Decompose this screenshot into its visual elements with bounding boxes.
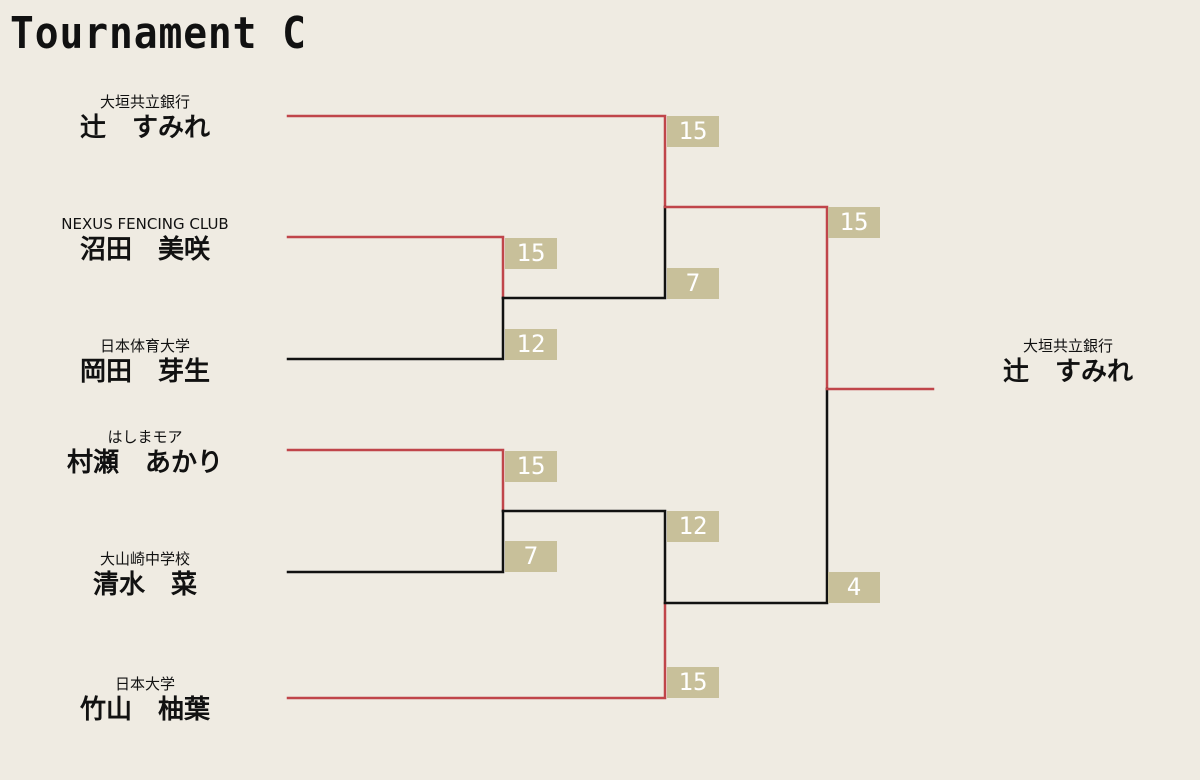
score-box: 12 [667,511,719,542]
player-entry-1: 大垣共立銀行 辻 すみれ [15,92,275,144]
player-club: NEXUS FENCING CLUB [61,215,229,233]
bracket-line-loser [501,205,667,300]
player-entry-5: 大山崎中学校 清水 菜 [15,549,275,601]
score-box: 7 [505,541,557,572]
score-box: 7 [667,268,719,299]
player-entry-3: 日本体育大学 岡田 芽生 [15,336,275,388]
champion-club: 大垣共立銀行 [1022,337,1113,355]
bracket-line-winner [286,114,667,209]
score-box: 15 [667,667,719,698]
bracket-line-loser [501,509,667,605]
player-club: 大山崎中学校 [99,550,190,568]
player-entry-6: 日本大学 竹山 柚葉 [15,674,275,726]
player-name: 辻 すみれ [79,113,210,143]
player-name: 竹山 柚葉 [79,695,210,725]
player-entry-2: NEXUS FENCING CLUB 沼田 美咲 [15,214,275,266]
score-box: 15 [505,451,557,482]
player-name: 岡田 芽生 [79,357,210,387]
player-name: 清水 菜 [92,570,197,600]
bracket-line-winner [286,235,505,300]
bracket-line-loser [663,387,829,605]
page-title: Tournament C [10,8,307,59]
score-box: 15 [505,238,557,269]
bracket-line-loser [286,509,505,574]
player-entry-4: はしまモア 村瀬 あかり [15,427,275,479]
champion-name: 辻 すみれ [1002,357,1133,387]
player-club: 大垣共立銀行 [99,93,190,111]
player-club: 日本大学 [114,675,175,693]
bracket-line-winner [286,601,667,700]
score-box: 12 [505,329,557,360]
bracket-line-winner [663,205,829,391]
player-name: 村瀬 あかり [66,448,223,478]
score-box: 15 [828,207,880,238]
champion-entry: 大垣共立銀行 辻 すみれ [938,336,1198,388]
player-club: はしまモア [107,428,183,446]
player-name: 沼田 美咲 [79,235,210,265]
score-box: 15 [667,116,719,147]
bracket-line-loser [286,296,505,361]
score-box: 4 [828,572,880,603]
bracket-line-winner [286,448,505,513]
player-club: 日本体育大学 [99,337,190,355]
